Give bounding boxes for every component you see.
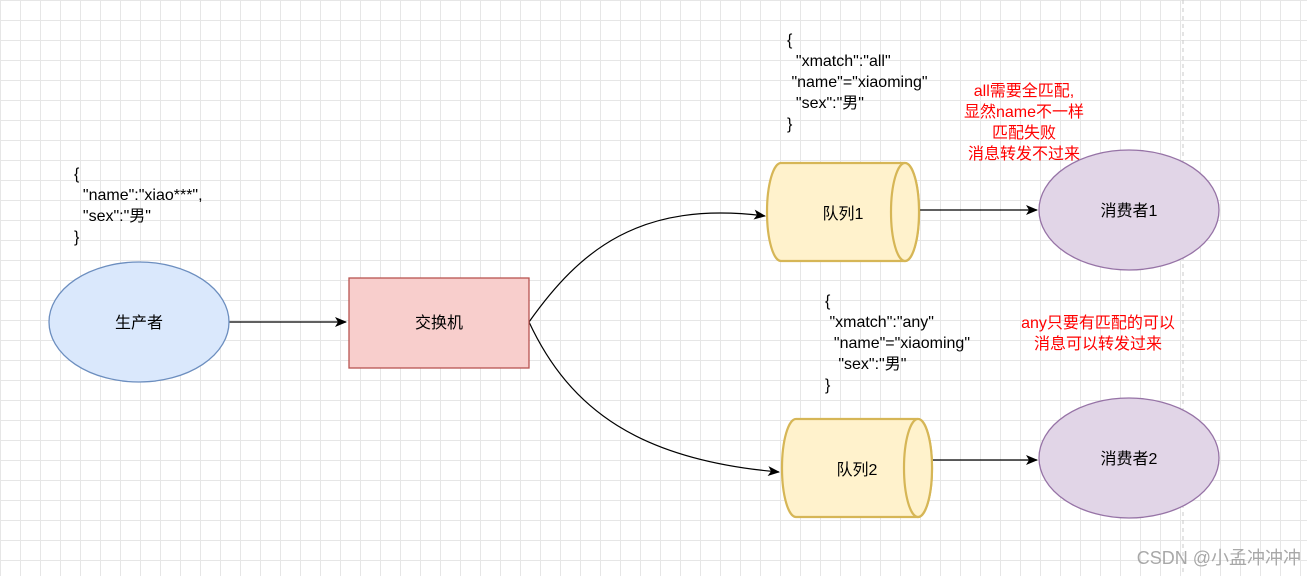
all-note-line: 显然name不一样 bbox=[963, 104, 1085, 121]
producer-node[interactable]: 生产者 bbox=[48, 261, 230, 383]
queue1-binding-line: "sex":"男" bbox=[787, 95, 864, 112]
consumer1-label: 消费者1 bbox=[1101, 202, 1158, 220]
queue1-binding-line: "name"="xiaoming" bbox=[787, 74, 928, 91]
any-match-note: any只要有匹配的可以消息可以转发过来 bbox=[1000, 313, 1196, 355]
queue2-node[interactable]: 队列2 bbox=[780, 417, 934, 519]
queue2-binding-line: } bbox=[825, 377, 831, 394]
queue1-node[interactable]: 队列1 bbox=[765, 161, 921, 263]
consumer2-label: 消费者2 bbox=[1101, 450, 1158, 468]
consumer1-node[interactable]: 消费者1 bbox=[1038, 149, 1220, 271]
edge-exchange-queue1 bbox=[528, 209, 766, 323]
exchange-label: 交换机 bbox=[415, 314, 463, 332]
csdn-watermark: CSDN @小孟冲冲冲 bbox=[1136, 548, 1301, 568]
producer-message-line: } bbox=[74, 229, 80, 246]
queue2-binding-line: "name"="xiaoming" bbox=[825, 335, 971, 352]
queue2-binding-text: { "xmatch":"any" "name"="xiaoming" "sex"… bbox=[825, 291, 970, 396]
exchange-node[interactable]: 交换机 bbox=[348, 277, 530, 369]
queue1-binding-line: { bbox=[787, 32, 793, 49]
any-note-line: any只要有匹配的可以 bbox=[1021, 315, 1175, 332]
queue2-binding-line: "sex":"男" bbox=[825, 356, 907, 373]
queue2-binding-line: { bbox=[825, 293, 831, 310]
queue1-binding-line: "xmatch":"all" bbox=[787, 53, 891, 70]
all-note-line: all需要全匹配, bbox=[973, 83, 1075, 100]
edge-exchange-queue2 bbox=[528, 321, 780, 477]
queue1-binding-line: } bbox=[787, 116, 793, 133]
all-note-line: 消息转发不过来 bbox=[967, 146, 1080, 163]
all-match-note: all需要全匹配, 显然name不一样匹配失败消息转发不过来 bbox=[944, 81, 1104, 165]
all-note-line: 匹配失败 bbox=[991, 125, 1056, 142]
queue2-label: 队列2 bbox=[837, 461, 878, 479]
queue2-binding-line: "xmatch":"any" bbox=[825, 314, 934, 331]
consumer2-node[interactable]: 消费者2 bbox=[1038, 397, 1220, 519]
queue1-label: 队列1 bbox=[823, 205, 864, 223]
producer-label: 生产者 bbox=[115, 314, 163, 332]
producer-message-text: { "name":"xiao***", "sex":"男"} bbox=[74, 164, 203, 248]
producer-message-line: "name":"xiao***", bbox=[74, 187, 203, 204]
producer-message-line: "sex":"男" bbox=[74, 208, 151, 225]
any-note-line: 消息可以转发过来 bbox=[1033, 336, 1162, 353]
queue1-binding-text: { "xmatch":"all" "name"="xiaoming" "sex"… bbox=[787, 30, 928, 135]
producer-message-line: { bbox=[74, 166, 80, 183]
